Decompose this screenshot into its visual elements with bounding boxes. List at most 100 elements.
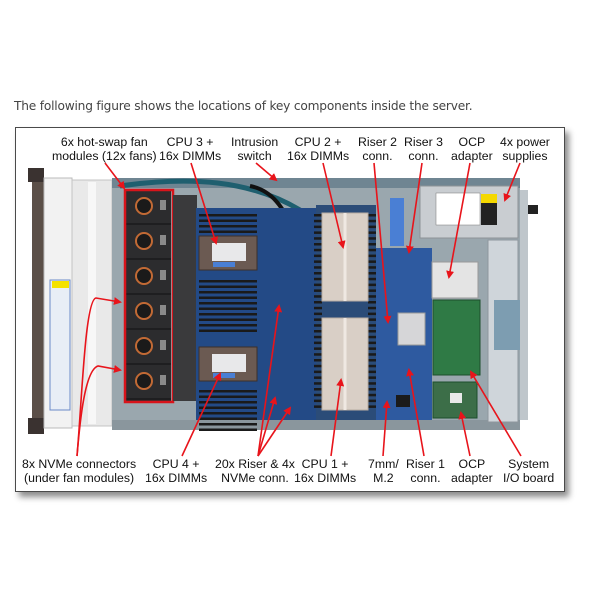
label-cpu4: CPU 4 +16x DIMMs (145, 457, 208, 485)
fan-icon (135, 267, 153, 285)
dimm-slot (368, 272, 376, 275)
fan-led (160, 375, 166, 385)
dimm-slot (314, 382, 322, 385)
arrow-cpu1 (330, 378, 345, 457)
dimm-slot (199, 296, 257, 299)
dimm-slot (314, 214, 322, 217)
dimm-slot (368, 382, 376, 385)
arrow-m2 (382, 400, 391, 457)
dimm-slot (368, 237, 376, 240)
dimm-slot (368, 364, 376, 368)
dimm-slot (314, 219, 322, 223)
dimm-slot (314, 266, 322, 269)
dimm-slot (199, 423, 257, 426)
dimm-slot (314, 393, 322, 397)
dimm-slot (199, 324, 257, 327)
service-label (49, 279, 71, 411)
dimm-slot (314, 341, 322, 345)
dimm-slot (314, 306, 322, 310)
dimm-slot (368, 277, 376, 281)
fan-icon (135, 197, 153, 215)
dimm-slot (199, 406, 257, 409)
rear-vent (494, 300, 520, 350)
rear-wall (520, 190, 528, 420)
fan-icon (135, 302, 153, 320)
dimm-slot (368, 306, 376, 310)
dimm-slot (314, 324, 322, 327)
dimm-slot (368, 260, 376, 263)
fan-shroud (173, 195, 197, 401)
dimm-slot (314, 225, 322, 229)
rack-ear-bottom (28, 418, 44, 434)
dimm-slot (314, 231, 322, 234)
controller-heatsink (397, 312, 426, 346)
dimm-slot (314, 260, 322, 263)
chassis-top-wall (112, 178, 520, 188)
arrow-ocp-bottom (458, 411, 471, 457)
label-cpu2: CPU 2 +16x DIMMs (287, 135, 350, 163)
dimm-slot (314, 399, 322, 403)
dimm-slot (199, 225, 257, 228)
arrow-cpu2 (322, 162, 346, 249)
dimm-slot (368, 341, 376, 345)
dimm-slot (199, 307, 257, 310)
arrow-cpu4 (181, 372, 222, 457)
dimm-slot (314, 370, 322, 374)
cpu4-tag (213, 373, 235, 378)
cpu3-tag (213, 262, 235, 267)
dimm-slot (314, 359, 322, 362)
label-nvme-connectors: 8x NVMe connectors(under fan modules) (22, 457, 137, 485)
arrow-intrusion (255, 162, 278, 182)
fan-led (160, 270, 166, 280)
dimm-slot (368, 301, 376, 304)
dimm-slot (199, 285, 257, 288)
chassis-bottom-wall (112, 420, 520, 430)
dimm-slot (199, 219, 257, 222)
dimm-slot (314, 277, 322, 281)
dimm-slot (314, 295, 322, 298)
dimm-slot (314, 364, 322, 368)
dimm-slot (314, 237, 322, 240)
dimm-slot (314, 335, 322, 339)
dimm-slot (368, 225, 376, 229)
dimm-slot (368, 347, 376, 350)
dimm-slot (199, 401, 257, 404)
arrow-cpu3 (190, 162, 219, 245)
dimm-slot (368, 393, 376, 397)
cpu3-label (212, 243, 246, 261)
fan-led (160, 200, 166, 210)
dimm-slot (368, 312, 376, 316)
fan-icon (135, 372, 153, 390)
arrow-ocp-top (446, 162, 471, 279)
dimm-slot (199, 302, 257, 305)
dimm-slot (368, 318, 376, 321)
arrow-riser1 (406, 368, 425, 457)
rear-handle (528, 205, 538, 214)
dimm-slot (368, 324, 376, 327)
arrow-riser-nvme-1 (257, 304, 283, 457)
ocp-adapter-board (432, 299, 481, 376)
rear-components (419, 185, 538, 423)
dimm-slot (199, 318, 257, 321)
psu-label (435, 192, 481, 226)
dimm-slot (314, 376, 322, 379)
dimm-slot (368, 254, 376, 258)
dimm-slot (368, 283, 376, 287)
fan-led (160, 340, 166, 350)
dimm-slot (368, 353, 376, 356)
dimm-slot (368, 243, 376, 246)
dimm-slot (314, 388, 322, 391)
dimm-slot (368, 266, 376, 269)
label-m2: 7mm/M.2 (368, 457, 399, 485)
arrow-riser-nvme-2 (257, 396, 278, 457)
